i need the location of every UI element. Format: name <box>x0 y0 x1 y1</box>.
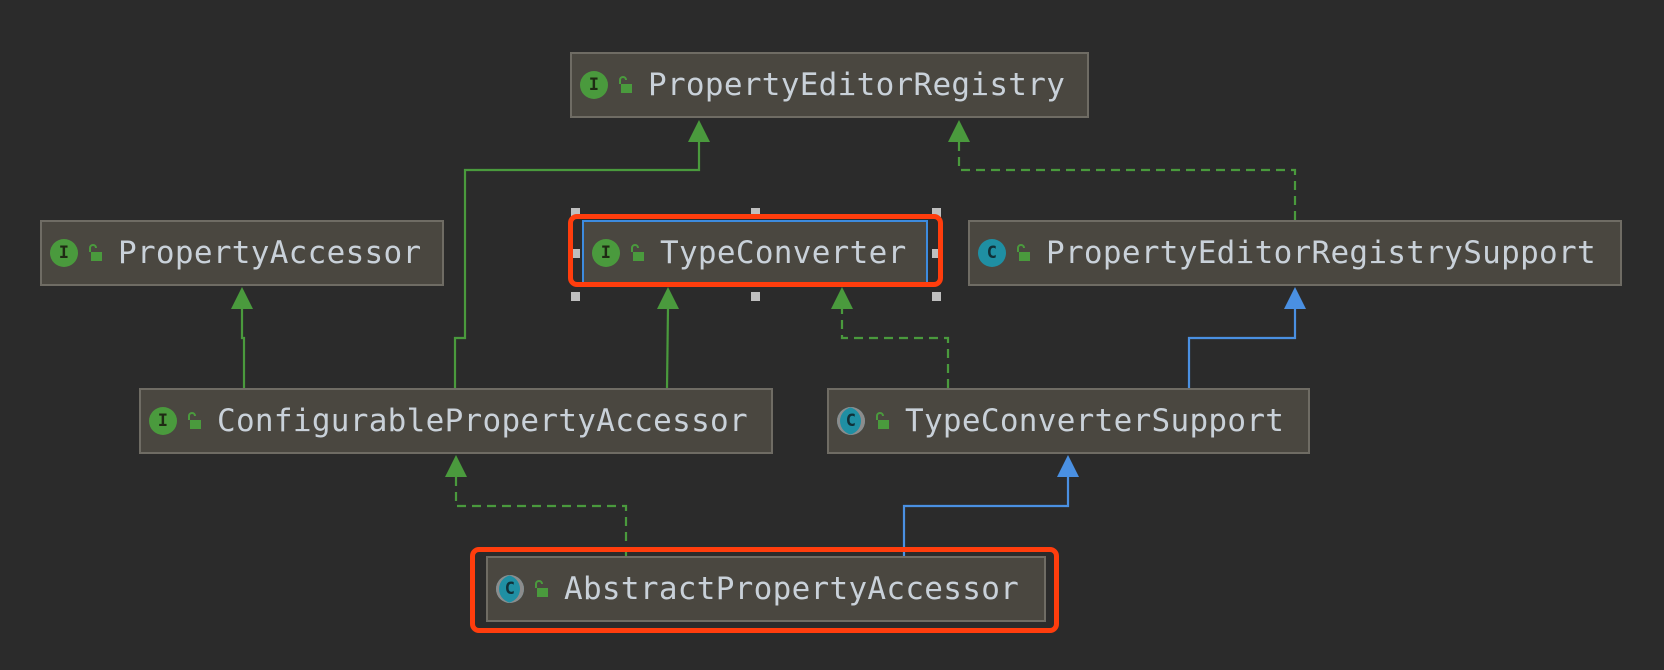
node-type-converter-support[interactable]: C TypeConverterSupport <box>827 388 1310 454</box>
edge-cpa-to-pa <box>240 307 246 388</box>
node-abstract-property-accessor[interactable]: C AbstractPropertyAccessor <box>486 556 1046 622</box>
edge-cpa-to-tc <box>665 306 670 389</box>
arrowhead-per-left <box>688 120 710 142</box>
unlocked-icon <box>876 412 889 429</box>
unlocked-icon <box>89 244 102 261</box>
arrowhead-per-right <box>948 120 970 142</box>
node-type-converter[interactable]: I TypeConverter <box>582 220 928 286</box>
edge-cpa-to-per <box>453 140 701 388</box>
node-property-accessor[interactable]: I PropertyAccessor <box>40 220 444 286</box>
edge-tcs-to-tc <box>840 307 950 388</box>
interface-icon: I <box>580 71 608 99</box>
unlocked-icon <box>188 412 201 429</box>
arrowhead-cpa <box>445 455 467 477</box>
edge-pers-to-per <box>957 140 1297 220</box>
node-configurable-property-accessor[interactable]: I ConfigurablePropertyAccessor <box>139 388 773 454</box>
class-icon: C <box>978 239 1006 267</box>
unlocked-icon <box>619 76 632 93</box>
selection-handle[interactable] <box>751 292 760 301</box>
selection-handle[interactable] <box>751 208 760 217</box>
node-label: PropertyAccessor <box>118 235 422 271</box>
selection-handle[interactable] <box>932 208 941 217</box>
arrowhead-tc-right <box>831 287 853 309</box>
node-label: PropertyEditorRegistrySupport <box>1046 235 1596 271</box>
arrowhead-pa <box>231 287 253 309</box>
selection-handle[interactable] <box>932 292 941 301</box>
selection-handle[interactable] <box>932 249 941 258</box>
interface-icon: I <box>592 239 620 267</box>
node-label: ConfigurablePropertyAccessor <box>217 403 748 439</box>
abstract-class-icon: C <box>837 407 865 435</box>
node-label: AbstractPropertyAccessor <box>564 571 1020 607</box>
abstract-class-icon: C <box>496 575 524 603</box>
edge-apa-to-tcs <box>902 475 1070 556</box>
arrowhead-tcs <box>1057 455 1079 477</box>
selection-handle[interactable] <box>571 208 580 217</box>
node-label: TypeConverter <box>660 235 907 271</box>
node-label: PropertyEditorRegistry <box>648 67 1066 103</box>
interface-icon: I <box>149 407 177 435</box>
selection-handle[interactable] <box>571 249 580 258</box>
node-property-editor-registry-support[interactable]: C PropertyEditorRegistrySupport <box>968 220 1622 286</box>
arrowhead-tc-left <box>657 287 679 309</box>
interface-icon: I <box>50 239 78 267</box>
unlocked-icon <box>631 244 644 261</box>
edge-tcs-to-pers <box>1187 307 1297 388</box>
node-property-editor-registry[interactable]: I PropertyEditorRegistry <box>570 52 1089 118</box>
node-label: TypeConverterSupport <box>905 403 1285 439</box>
unlocked-icon <box>535 580 548 597</box>
arrowhead-pers <box>1284 287 1306 309</box>
edge-apa-to-cpa <box>454 475 628 556</box>
unlocked-icon <box>1017 244 1030 261</box>
selection-handle[interactable] <box>571 292 580 301</box>
